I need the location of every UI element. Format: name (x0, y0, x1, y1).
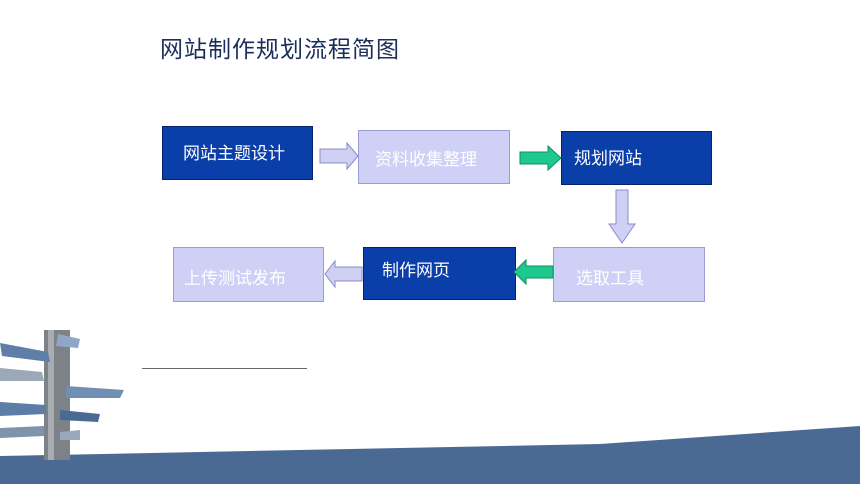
node-tool-selection: 选取工具 (553, 247, 705, 302)
arrow-n4-n5 (513, 258, 554, 286)
footer-band (0, 426, 860, 484)
arrow-n1-n2 (319, 141, 359, 171)
arrow-n5-n6 (324, 259, 363, 289)
signpost-icon (0, 330, 124, 460)
divider-line (142, 368, 307, 369)
node-site-theme-design: 网站主题设计 (162, 126, 313, 180)
diagram-title: 网站制作规划流程简图 (160, 37, 400, 63)
node-material-collection: 资料收集整理 (358, 130, 510, 184)
node-upload-test-publish: 上传测试发布 (173, 247, 324, 302)
arrow-n3-n4 (608, 189, 636, 244)
arrow-n2-n3 (519, 144, 562, 172)
node-site-planning: 规划网站 (561, 131, 712, 185)
